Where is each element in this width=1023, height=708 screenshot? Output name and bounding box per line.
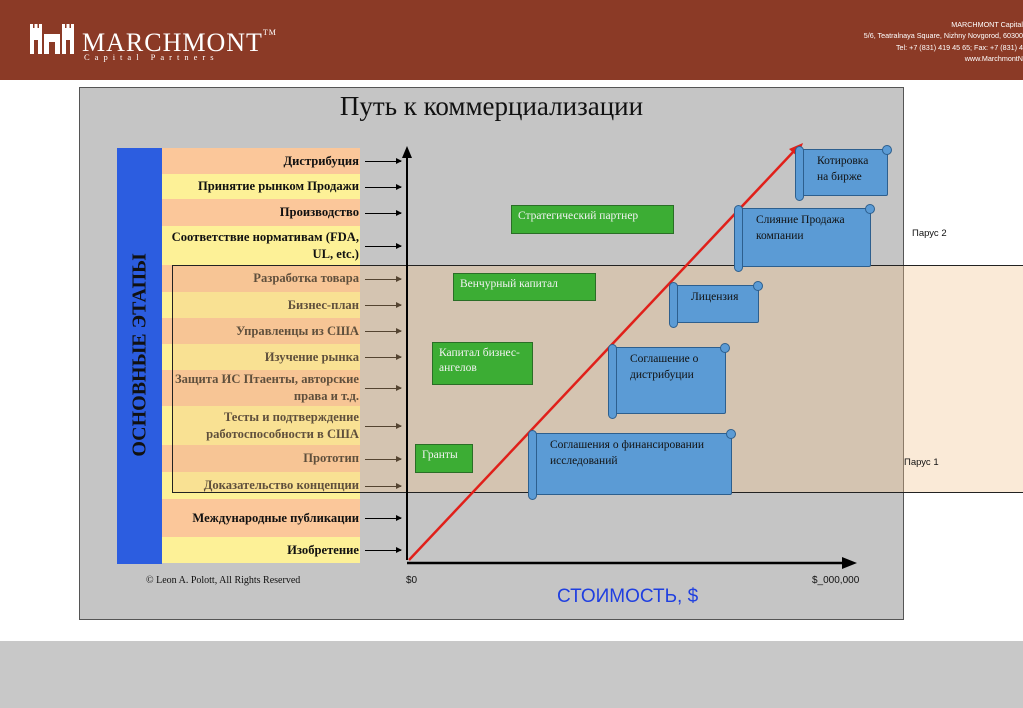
funding-box-strategic: Стратегический партнер [511, 205, 674, 234]
sail1-label: Парус 1 [904, 457, 939, 468]
footer-band [0, 641, 1023, 708]
stage-arrow [365, 547, 402, 553]
stage-label: Изучение рынка [264, 349, 359, 364]
stage-label: Производство [279, 205, 359, 219]
stage-label: Международные публикации [192, 510, 359, 525]
stage-arrow [365, 243, 402, 249]
sail2-label: Парус 2 [912, 228, 947, 239]
exit-scroll-distribution: Соглашение о дистрибуции [608, 343, 730, 419]
contact-line: www.MarchmontN [964, 54, 1023, 64]
stage-row: Прототип [162, 445, 360, 472]
stage-arrow [365, 328, 402, 334]
contact-line: 5/6, Teatralnaya Square, Nizhny Novgorod… [863, 31, 1023, 41]
stage-row: Защита ИС Птаенты, авторские права и т.д… [162, 370, 360, 406]
value-trend-line [408, 149, 796, 561]
company-name: MARCHMONT [82, 28, 263, 57]
stage-row: Изобретение [162, 537, 360, 563]
x-axis-title: СТОИМОСТЬ, $ [557, 586, 699, 607]
exit-scroll-research: Соглашения о финансировании исследований [528, 429, 736, 500]
funding-box-angels: Капитал бизнес-ангелов [432, 342, 533, 385]
exit-scroll-license: Лицензия [669, 281, 763, 328]
contact-line: MARCHMONT Capital [951, 20, 1023, 29]
y-axis-arrowhead [402, 146, 412, 158]
exit-scroll-merger: Слияние Продажа компании [734, 204, 875, 272]
castle-icon [30, 24, 74, 54]
stage-row: Бизнес-план [162, 292, 360, 318]
trademark-sign: TM [262, 28, 277, 37]
stage-row: Дистрибуция [162, 148, 360, 174]
stage-label: Соответствие нормативам (FDA, UL, etc.) [171, 229, 359, 261]
stage-label: Управленцы из США [235, 323, 359, 338]
stage-row: Принятие рынком Продажи [162, 174, 360, 199]
stage-arrow [365, 354, 402, 360]
stage-arrow [365, 456, 402, 462]
stage-arrow [365, 158, 402, 164]
stage-arrow [365, 302, 402, 308]
stage-label: Защита ИС Птаенты, авторские права и т.д… [174, 372, 359, 403]
funding-box-venture: Венчурный капитал [453, 273, 596, 301]
funding-box-grants: Гранты [415, 444, 473, 473]
stage-label: Принятие рынком Продажи [197, 179, 359, 193]
stage-label: Прототип [303, 451, 359, 465]
copyright-note: © Leon A. Polott, All Rights Reserved [146, 575, 301, 586]
stage-row: Производство [162, 199, 360, 226]
stage-row: Доказательство концепции [162, 472, 360, 499]
stage-arrow [365, 210, 402, 216]
stage-row: Изучение рынка [162, 344, 360, 370]
stage-label: Дистрибуция [283, 153, 359, 168]
stage-row: Управленцы из США [162, 318, 360, 344]
slide-title: Путь к коммерциализации [339, 91, 644, 121]
stages-label-bar [117, 148, 162, 564]
stage-row: Разработка товара [162, 265, 360, 292]
stage-row: Тесты и подтверждение работоспособности … [162, 406, 360, 445]
stage-label: Доказательство концепции [203, 478, 359, 492]
stage-label: Изобретение [287, 542, 359, 557]
exit-scroll-ipo: Котировка на бирже [795, 145, 892, 201]
contact-line: Tel: +7 (831) 419 45 65; Fax: +7 (831) 4 [895, 42, 1023, 52]
header-bar: MARCHMONTTM Capital Partners MARCHMONT C… [0, 0, 1023, 80]
x-axis-arrowhead [842, 557, 857, 569]
stage-row: Международные публикации [162, 499, 360, 537]
stage-label: Бизнес-план [287, 297, 359, 312]
contact-info: MARCHMONT Capital 5/6, Teatralnaya Squar… [864, 19, 1023, 65]
stage-label: Разработка товара [253, 271, 359, 285]
stage-label: Тесты и подтверждение работоспособности … [206, 409, 359, 441]
x-tick-end: $_000,000 [812, 575, 860, 586]
stage-arrow [365, 184, 402, 190]
stage-row: Соответствие нормативам (FDA, UL, etc.) [162, 226, 360, 265]
stage-arrow [365, 483, 402, 489]
company-logo: MARCHMONTTM Capital Partners [30, 22, 276, 62]
stage-arrow [365, 385, 402, 391]
stage-arrow [365, 515, 402, 521]
x-tick-start: $0 [406, 575, 418, 586]
stage-arrow [365, 276, 402, 282]
company-subtitle: Capital Partners [84, 52, 219, 62]
stage-arrow [365, 423, 402, 429]
